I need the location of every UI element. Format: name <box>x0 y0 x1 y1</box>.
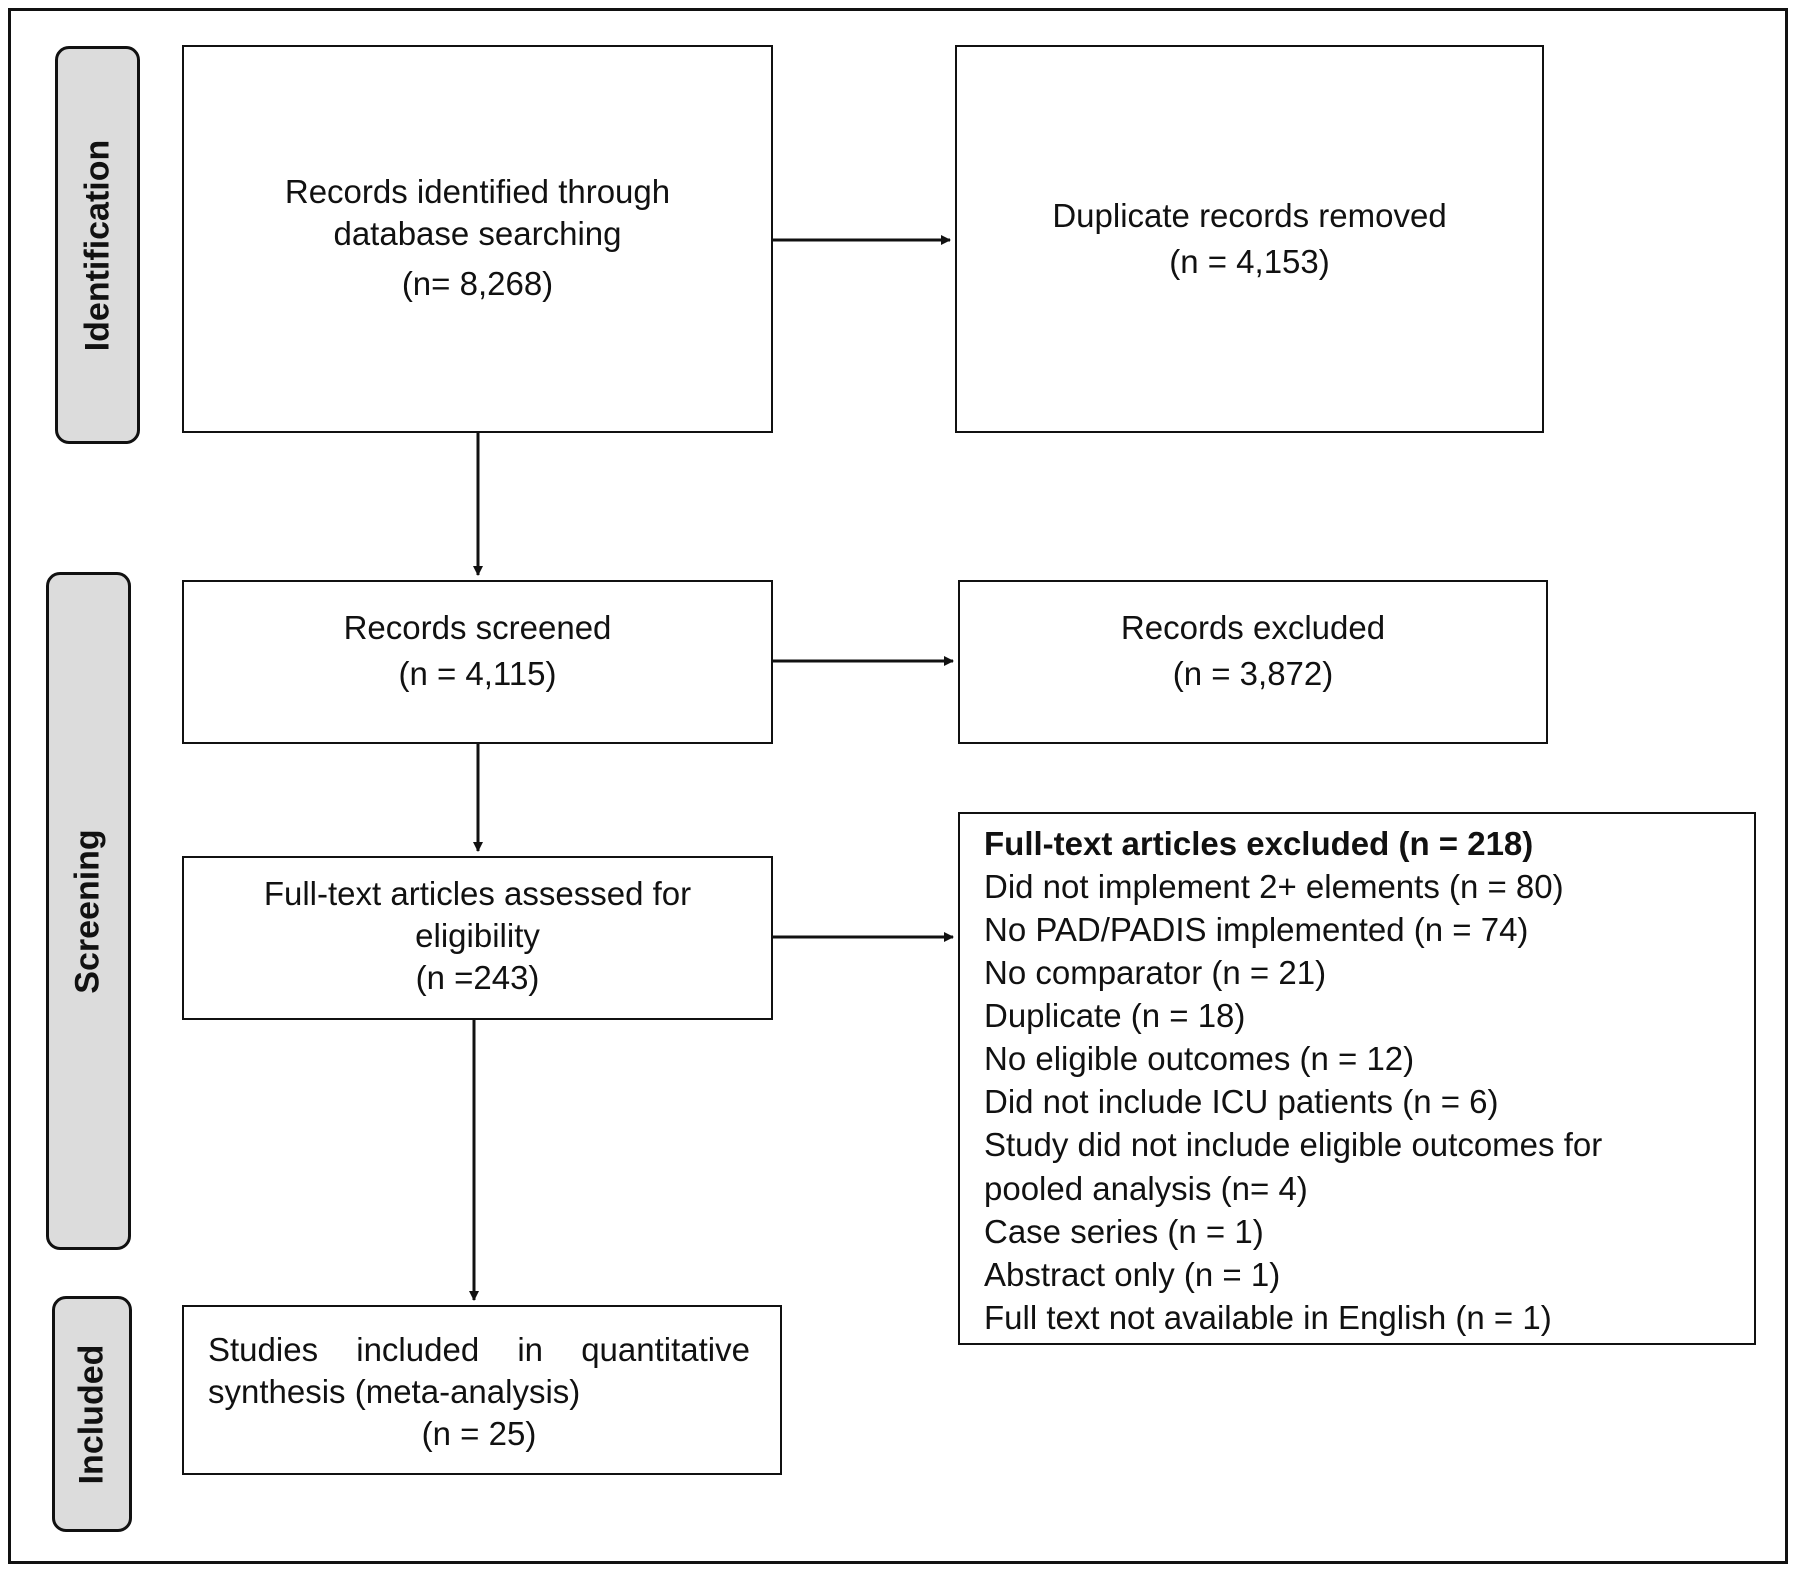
stage-identification: Identification <box>55 46 140 444</box>
box-records-identified: Records identified through database sear… <box>182 45 773 433</box>
exclusion-reason: pooled analysis (n= 4) <box>984 1169 1308 1207</box>
records-screened-line1: Records screened <box>343 608 612 646</box>
stage-included: Included <box>52 1296 132 1532</box>
fulltext-assessed-line2: eligibility <box>415 916 540 954</box>
box-fulltext-assessed: Full-text articles assessed for eligibil… <box>182 856 773 1020</box>
records-excluded-line1: Records excluded <box>1120 608 1386 646</box>
studies-included-line2: synthesis (meta-analysis) <box>208 1373 581 1411</box>
exclusion-reason: Full text not available in English (n = … <box>984 1298 1552 1336</box>
records-excluded-count: (n = 3,872) <box>1172 655 1334 692</box>
exclusion-reason: No PAD/PADIS implemented (n = 74) <box>984 911 1529 949</box>
exclusion-reason: Did not implement 2+ elements (n = 80) <box>984 868 1564 906</box>
duplicates-removed-count: (n = 4,153) <box>1169 243 1330 281</box>
exclusion-reason: Duplicate (n = 18) <box>984 997 1246 1035</box>
fulltext-assessed-count: (n =243) <box>415 959 540 997</box>
exclusion-reason: Case series (n = 1) <box>984 1212 1264 1250</box>
exclusion-reason: No eligible outcomes (n = 12) <box>984 1040 1415 1078</box>
records-identified-line2: database searching <box>333 215 622 253</box>
records-screened-count: (n = 4,115) <box>398 655 557 692</box>
exclusion-reason: No comparator (n = 21) <box>984 954 1327 992</box>
diagram-frame <box>8 8 1788 1564</box>
records-identified-line1: Records identified through <box>284 173 671 210</box>
fulltext-excluded-heading: Full-text articles excluded (n = 218) <box>984 825 1534 862</box>
box-fulltext-excluded: Full-text articles excluded (n = 218) Di… <box>958 812 1756 1345</box>
box-studies-included: Studies included in quantitative synthes… <box>182 1305 782 1475</box>
box-records-screened: Records screened (n = 4,115) <box>182 580 773 744</box>
duplicates-removed-line1: Duplicate records removed <box>1052 197 1447 234</box>
fulltext-assessed-line1: Full-text articles assessed for <box>263 874 692 912</box>
exclusion-reason: Abstract only (n = 1) <box>984 1255 1281 1293</box>
box-duplicates-removed: Duplicate records removed (n = 4,153) <box>955 45 1544 433</box>
studies-included-count: (n = 25) <box>421 1415 537 1453</box>
studies-included-line1: Studies included in quantitative <box>208 1331 750 1368</box>
stage-screening: Screening <box>46 572 131 1250</box>
box-records-excluded: Records excluded (n = 3,872) <box>958 580 1548 744</box>
exclusion-reason: Study did not include eligible outcomes … <box>984 1126 1603 1164</box>
records-identified-count: (n= 8,268) <box>401 265 554 303</box>
exclusion-reason: Did not include ICU patients (n = 6) <box>984 1083 1499 1121</box>
